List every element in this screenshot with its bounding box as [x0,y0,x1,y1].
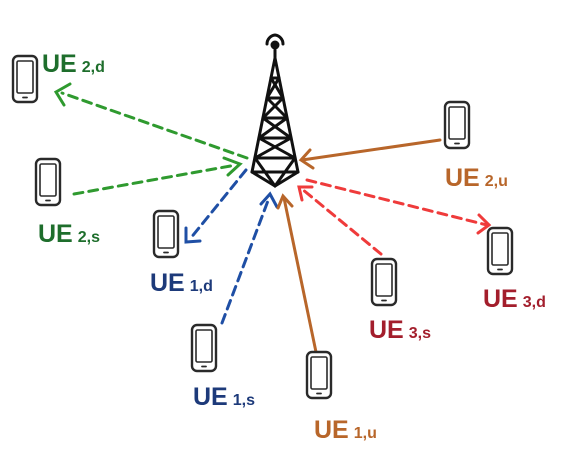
link-ue1u-to-tower [276,193,318,354]
link-ue2s-to-tower [72,156,243,196]
smartphone-icon-ue2s [34,157,62,207]
link-ue1s-to-tower [220,191,279,325]
smartphone-icon-ue2u [443,100,471,150]
cell-tower-icon [250,33,300,188]
link-ue3s-to-tower [297,185,383,256]
link-tower-to-ue1d [184,168,248,244]
smartphone-icon-ue3d [486,226,514,276]
smartphone-icon-ue1u [305,350,333,400]
link-ue2u-to-tower [298,138,442,170]
smartphone-icon-ue1d [152,209,180,259]
link-tower-to-ue3d [305,178,492,235]
smartphone-icon-ue2d [11,54,39,104]
smartphone-icon-ue3s [370,257,398,307]
link-tower-to-ue2d [53,82,249,160]
smartphone-icon-ue1s [190,323,218,373]
